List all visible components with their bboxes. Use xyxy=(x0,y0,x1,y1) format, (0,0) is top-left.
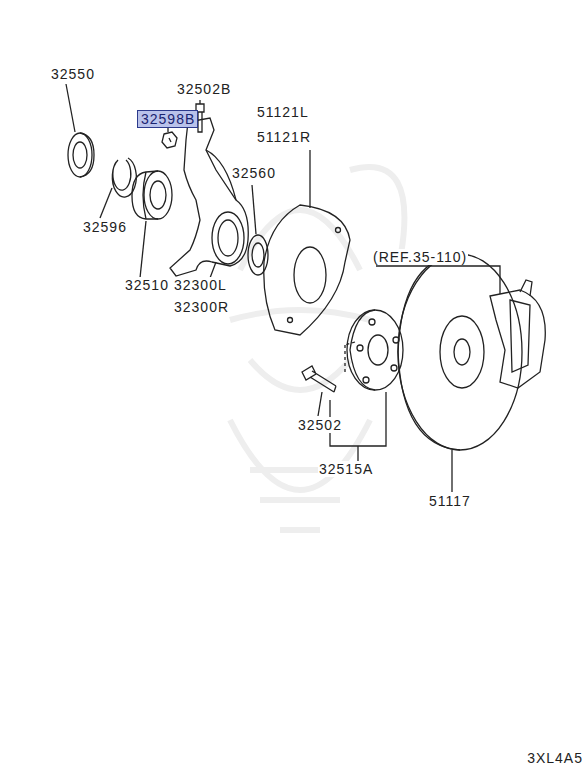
hub-bolt xyxy=(302,366,336,392)
leader-line xyxy=(167,128,168,132)
callout-number: 32300L xyxy=(173,277,228,293)
watermark xyxy=(230,167,404,530)
callout-number: 3XL4A5 xyxy=(526,750,584,766)
leader-line xyxy=(252,185,256,234)
bearing xyxy=(132,171,172,219)
wheel-hub xyxy=(347,310,403,390)
callout-number: 51121R xyxy=(256,129,312,145)
leader-line xyxy=(309,150,310,208)
brake-disc xyxy=(398,254,522,450)
dust-shield xyxy=(264,205,350,335)
leader-line xyxy=(451,450,452,492)
callout-number: 51117 xyxy=(428,493,472,509)
nut xyxy=(162,132,177,148)
brake-caliper xyxy=(490,280,545,388)
leader-line xyxy=(66,84,75,132)
callout-number: 32502 xyxy=(297,417,343,433)
leader-line xyxy=(199,100,200,104)
leader-line xyxy=(100,188,112,218)
callout-number: 32560 xyxy=(231,165,277,181)
leader-line xyxy=(376,266,500,294)
dashed-line xyxy=(345,342,355,345)
highlight-box: 32598B xyxy=(137,110,198,128)
callout-number: (REF.35-110) xyxy=(372,249,468,265)
leader-line xyxy=(318,392,322,416)
callout-number: 32550 xyxy=(50,66,96,82)
dashed-line xyxy=(344,345,345,375)
callout-number: 32300R xyxy=(173,299,230,315)
callout-number: 32510 xyxy=(124,277,170,293)
callout-number: 32502B xyxy=(176,81,232,97)
leader-line xyxy=(210,262,216,278)
callout-number: 32596 xyxy=(82,219,128,235)
oil-seal xyxy=(68,133,94,177)
leader-line xyxy=(140,221,146,278)
callout-number: 32515A xyxy=(318,461,374,477)
callout-number: 32598B xyxy=(141,111,197,127)
callout-number: 51121L xyxy=(256,104,310,120)
steering-knuckle xyxy=(170,118,248,276)
